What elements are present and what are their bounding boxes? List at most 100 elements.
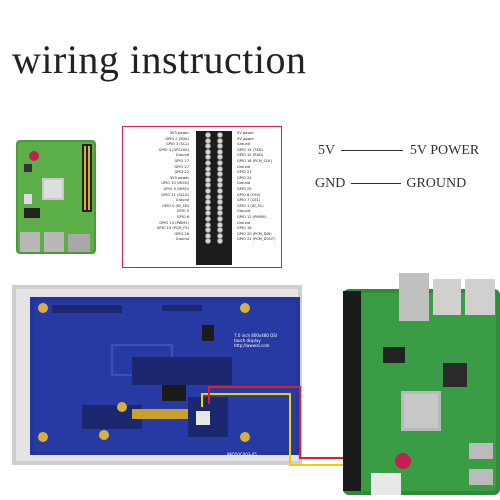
gpio-pin (217, 154, 223, 161)
pin-label: GPIO 19 (PCM_FS) (156, 226, 189, 231)
gpio-pin (217, 238, 223, 245)
gpio-pin (217, 221, 223, 228)
gpio-pin (217, 193, 223, 200)
pin-label: GPIO 4 (GPCLK0) (158, 147, 189, 152)
fpc-connector (132, 409, 192, 419)
gpio-pin (217, 137, 223, 144)
gpio-pin (205, 204, 211, 211)
pin-label: GPIO 10 (MOSI) (161, 181, 189, 186)
gpio-pin (217, 165, 223, 172)
gpio-pin (205, 148, 211, 155)
pin-label: Ground (237, 164, 251, 169)
gpio-pin (205, 188, 211, 194)
gpio-pin (205, 171, 211, 178)
gpio-pin (217, 227, 223, 234)
gpio-pin (217, 188, 223, 194)
pin-label: GPIO 11 (SCLK) (161, 192, 189, 197)
pin-label: GPIO 13 (PWM1) (159, 220, 189, 225)
gpio-pin (217, 199, 223, 206)
raspberry-logo-icon (29, 151, 39, 161)
pin-label: GPIO 8 (CE0) (237, 192, 261, 197)
pin-label: GPIO 26 (174, 231, 189, 236)
gpio-pin (217, 176, 223, 183)
pin-label: Ground (237, 220, 251, 225)
pin-label: GPIO 6 (176, 214, 189, 219)
gpio-pin (205, 137, 211, 144)
pin-label: Ground (237, 209, 251, 214)
gpio-pin (205, 238, 211, 245)
pin-label: GPIO 24 (237, 175, 252, 180)
usb-port (44, 232, 64, 252)
gpio-pin (205, 199, 211, 206)
gpio-header (82, 144, 92, 212)
gpio-pin (217, 143, 223, 150)
gpio-pin (205, 221, 211, 228)
pin-label: GPIO 23 (237, 170, 252, 175)
board-label-line-3: http://wwwdi.com (234, 343, 270, 348)
pin-label: GPIO 25 (237, 186, 252, 191)
pin-label: GPIO 22 (174, 170, 189, 175)
ethernet-port (68, 234, 90, 252)
gpio-pin (217, 171, 223, 178)
gpio-pin (217, 132, 223, 138)
raspberry-pi-board-large (343, 273, 500, 495)
gpio-pin (205, 216, 211, 222)
gpio-pin (217, 148, 223, 155)
legend-5v-row: 5V 5V POWER (318, 143, 479, 159)
hdmi-port (469, 443, 493, 459)
board-serial: JMO50C003-05 (226, 452, 257, 457)
gpio-pin (205, 193, 211, 200)
legend-connector-line (341, 150, 404, 152)
gpio-pin (205, 176, 211, 183)
pin-label: Ground (175, 153, 189, 158)
gpio-header (343, 291, 361, 491)
gpio-pin (205, 143, 211, 150)
pin-label: 3V3 power (169, 131, 189, 135)
pin-label: GPIO 3 (SCL) (165, 142, 189, 147)
legend-5v-label: 5V (318, 143, 335, 158)
pin-label: GPIO 9 (MISO) (163, 186, 190, 191)
pin-label: GPIO 27 (174, 164, 189, 169)
legend-5v-power-label: 5V POWER (409, 143, 480, 158)
pin-label: GPIO 0 (ID_SD) (162, 203, 189, 208)
ethernet-port (399, 273, 429, 321)
red-wire (208, 386, 360, 459)
board-label-line-1: 7.0 inch 800x480 DSI (234, 333, 277, 338)
gpio-pin (217, 160, 223, 166)
legend-gnd-row: GND GROUND (315, 176, 466, 192)
pin-label: 5V power (237, 136, 254, 141)
pin-label: GPIO 21 (PCM_DOUT) (237, 237, 276, 242)
pin-label: GPIO 1 (ID_SC) (237, 203, 264, 208)
pin-label: Ground (175, 198, 189, 203)
pin-label: GPIO 2 (SDA) (165, 136, 189, 141)
legend-ground-label: GROUND (406, 176, 467, 191)
pin-label: 3V3 power (169, 175, 189, 180)
raspberry-pi-board-small (16, 140, 96, 254)
usb-port (20, 232, 40, 252)
gpio-pin (205, 232, 211, 239)
pin-label: GPIO 5 (176, 209, 189, 214)
gpio-header-strip (196, 131, 232, 265)
pin-label: Ground (237, 181, 251, 186)
gpio-pin (217, 232, 223, 239)
power-connector (196, 411, 210, 425)
pin-label: GPIO 18 (PCM_CLK) (237, 158, 272, 163)
legend-connector-line (350, 183, 401, 185)
pin-label: GPIO 14 (TXD) (237, 147, 263, 152)
gpio-pin (205, 165, 211, 172)
gpio-pin (217, 210, 223, 217)
pin-label: GPIO 7 (CE1) (237, 198, 261, 203)
legend-gnd-label: GND (315, 176, 346, 191)
usb-port (465, 279, 495, 315)
gpio-pin (205, 227, 211, 234)
gpio-pin (205, 160, 211, 166)
gpio-pin (205, 182, 211, 189)
pin-label: Ground (175, 237, 189, 242)
gpio-pin (217, 182, 223, 189)
pin-label: GPIO 17 (174, 158, 189, 163)
gpio-pin (205, 132, 211, 138)
